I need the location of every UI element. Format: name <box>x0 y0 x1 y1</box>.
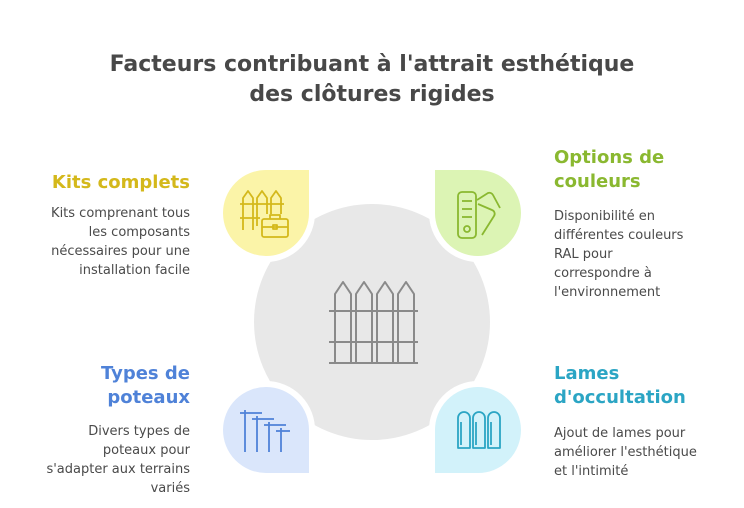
posts-icon <box>240 410 290 452</box>
petal-occultation <box>428 381 527 479</box>
title-line-1: Facteurs contribuant à l'attrait esthéti… <box>109 52 635 77</box>
petal-poteaux <box>217 381 316 479</box>
page-title: Facteurs contribuant à l'attrait esthéti… <box>0 50 744 110</box>
fence-toolbox-icon <box>240 190 289 238</box>
description-kits: Kits comprenant tous les composants néce… <box>51 204 190 280</box>
description-line: Disponibilité en <box>554 209 656 224</box>
heading-couleurs: Options de couleurs <box>554 146 664 194</box>
heading-line: couleurs <box>554 171 641 192</box>
heading-poteaux: Types de poteaux <box>101 362 190 410</box>
description-couleurs: Disponibilité en différentes couleurs RA… <box>554 207 683 302</box>
description-line: Divers types de <box>88 424 190 439</box>
heading-line: Lames <box>554 363 620 384</box>
description-line: Kits comprenant tous <box>51 206 190 221</box>
heading-kits: Kits complets <box>52 171 190 195</box>
heading-occultation: Lames d'occultation <box>554 362 686 410</box>
description-occultation: Ajout de lames pour améliorer l'esthétiq… <box>554 424 697 481</box>
petal-couleurs <box>428 164 527 262</box>
description-poteaux: Divers types de poteaux pour s'adapter a… <box>46 422 190 498</box>
slats-icon <box>457 411 501 449</box>
title-line-2: des clôtures rigides <box>249 82 495 107</box>
color-swatch-icon <box>457 191 501 239</box>
description-line: améliorer l'esthétique <box>554 445 697 460</box>
petal-kits <box>217 164 316 262</box>
description-line: variés <box>150 481 190 496</box>
description-line: nécessaires pour une <box>51 244 190 259</box>
description-line: s'adapter aux terrains <box>46 462 190 477</box>
description-line: les composants <box>88 225 190 240</box>
heading-line: Types de <box>100 363 190 384</box>
heading-kits-text: Kits complets <box>51 172 190 193</box>
heading-line: d'occultation <box>554 387 686 408</box>
description-line: correspondre à <box>554 266 652 281</box>
heading-line: Options de <box>554 147 665 168</box>
description-line: poteaux pour <box>102 443 190 458</box>
description-line: l'environnement <box>554 285 661 300</box>
description-line: RAL pour <box>554 247 613 262</box>
fence-icon <box>329 281 418 364</box>
description-line: installation facile <box>79 263 190 278</box>
description-line: différentes couleurs <box>554 228 684 243</box>
heading-line: poteaux <box>107 387 190 408</box>
description-line: Ajout de lames pour <box>554 426 686 441</box>
description-line: et l'intimité <box>554 464 629 479</box>
